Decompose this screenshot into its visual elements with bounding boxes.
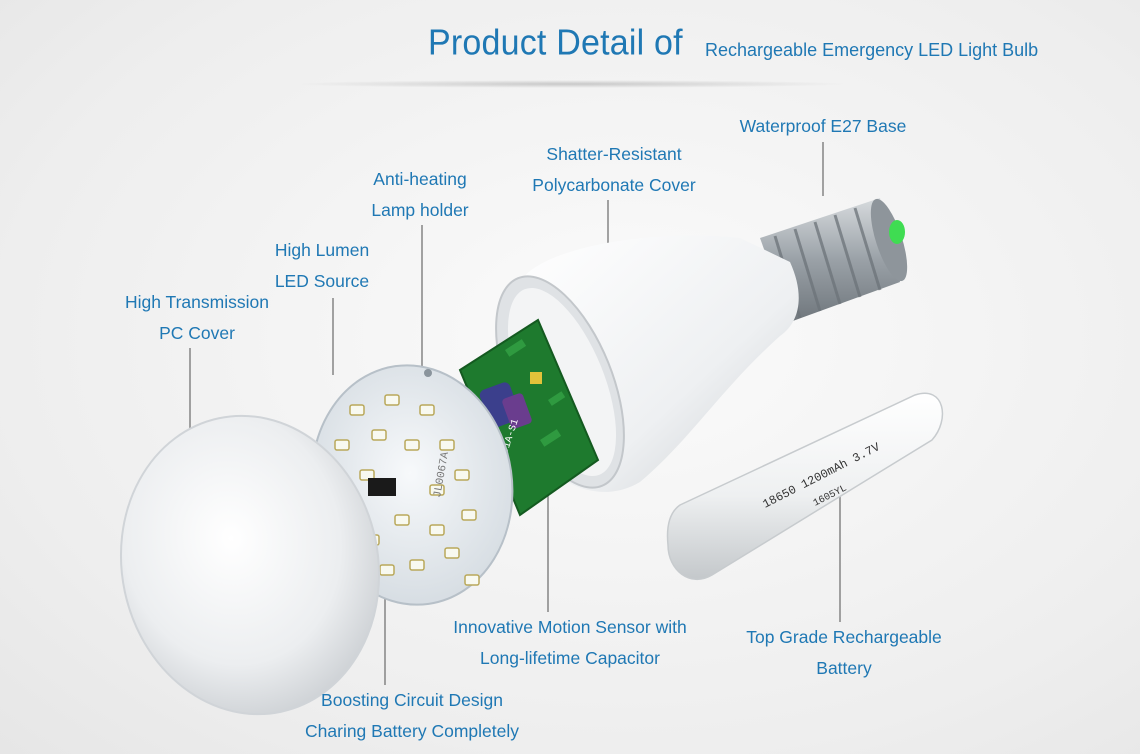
driver-chip (368, 478, 396, 496)
callout-motion-sensor: Innovative Motion Sensor with Long-lifet… (453, 617, 687, 668)
contact-button (889, 220, 905, 244)
callout-polycarbonate-cover: Shatter-Resistant Polycarbonate Cover (532, 144, 696, 195)
pc-dome-cover (119, 414, 381, 716)
callout-pc-cover: High Transmission PC Cover (125, 292, 269, 343)
page-subtitle: Rechargeable Emergency LED Light Bulb (705, 40, 1039, 60)
callout-boosting-circuit: Boosting Circuit Design Charing Battery … (305, 690, 519, 741)
title-divider (290, 80, 850, 88)
page-title: Product Detail of (428, 23, 683, 63)
header: Product Detail of Rechargeable Emergency… (0, 20, 1140, 70)
callout-led-source: High Lumen LED Source (274, 240, 370, 291)
battery-cell: 18650 1200mAh 3.7V 1605YL (666, 392, 944, 581)
callout-battery: Top Grade Rechargeable Battery (746, 627, 942, 678)
callout-e27-base: Waterproof E27 Base (739, 116, 907, 136)
callout-lamp-holder: Anti-heating Lamp holder (371, 169, 469, 220)
